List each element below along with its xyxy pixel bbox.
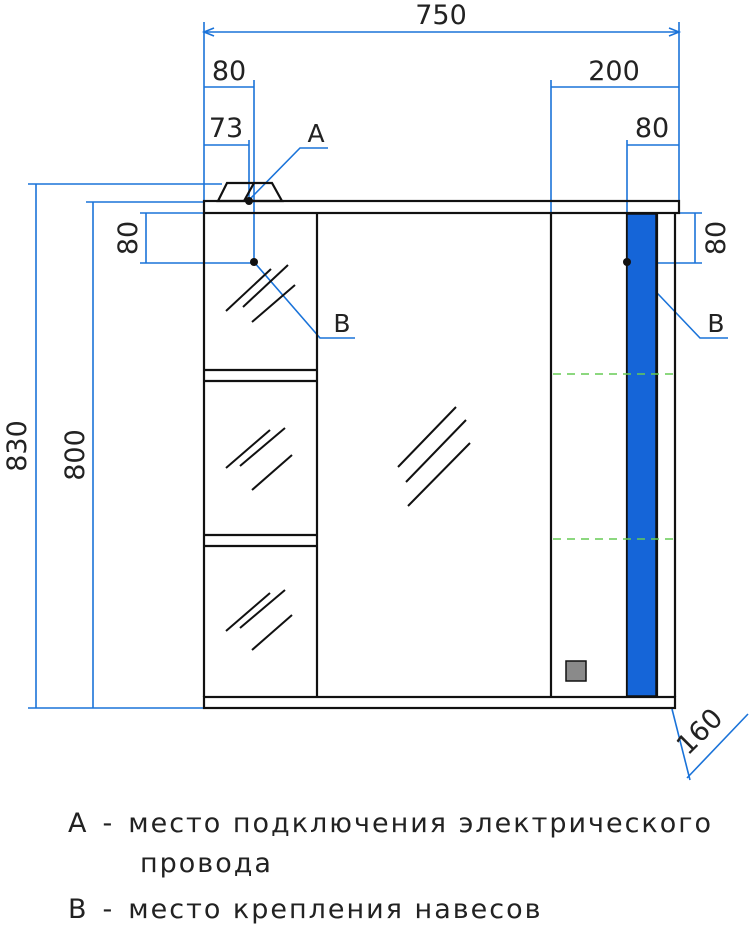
legend-a-text-line2: провода	[140, 848, 273, 879]
legend-b-dash: -	[102, 894, 115, 925]
dim-200-right: 200	[588, 56, 640, 87]
dashed-shelves	[553, 373, 677, 540]
dim-80-left-mount: 80	[113, 221, 144, 255]
legend-a-dash: -	[102, 808, 115, 839]
dim-80-left: 80	[212, 56, 246, 87]
legend-b-text: место крепления навесов	[128, 894, 543, 925]
dim-800: 800	[60, 429, 91, 481]
legend-b: B-место крепления навесов	[68, 894, 543, 925]
cabinet-outline	[202, 181, 681, 710]
point-a-dot	[245, 197, 253, 205]
legend-a-text: место подключения электрического	[128, 808, 713, 839]
callout-b-right: B	[707, 309, 724, 338]
legend-b-letter: B	[68, 894, 89, 925]
legend-a-continuation: провода	[140, 848, 273, 879]
dim-830: 830	[2, 420, 33, 472]
callout-a: A	[307, 119, 324, 148]
cabinet-drawing: 750 80 73 200 80 830 800 80 80 160 A B B	[2, 0, 749, 781]
legend-a-letter: A	[68, 808, 89, 839]
point-b-right-dot	[623, 258, 631, 266]
callout-b-left: B	[333, 309, 350, 338]
accent-panel	[626, 213, 657, 697]
point-b-left-dot	[250, 258, 258, 266]
mirror-reflection-marks	[225, 264, 471, 651]
legend-a: A-место подключения электрического	[68, 808, 713, 839]
dim-80-right: 80	[635, 113, 669, 144]
dim-80-right-mount: 80	[701, 221, 732, 255]
switch	[565, 660, 587, 682]
dim-73-left: 73	[209, 113, 243, 144]
dim-750: 750	[415, 0, 467, 31]
dim-160-depth: 160	[671, 703, 729, 761]
